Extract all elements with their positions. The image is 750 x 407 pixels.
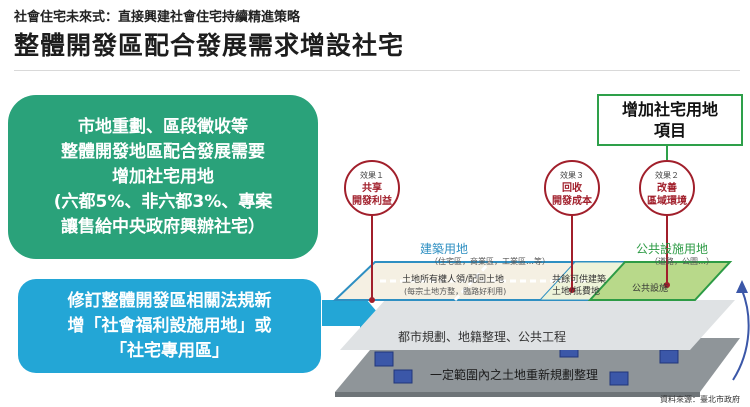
- urban-planning-label: 都市規劃、地籍整理、公共工程: [398, 330, 567, 344]
- offset-land-label-2: 土地/抵費地: [552, 287, 601, 297]
- regulation-line: 「社宅專用區」: [110, 340, 229, 361]
- effect-circle: 效果２ 改善 區域環境: [639, 160, 695, 216]
- policy-line: (六都5%、非六都3%、專案: [53, 191, 273, 212]
- policy-line: 市地重劃、區段徵收等: [78, 116, 248, 137]
- regulation-box: 修訂整體開發區相關法規新 增「社會福利設施用地」或 「社宅專用區」: [18, 279, 321, 373]
- readjustment-label: 一定範圍內之土地重新規劃整理: [430, 368, 599, 382]
- readjustment-plate: [335, 338, 740, 392]
- public-land-label: 公共設施用地: [636, 242, 709, 256]
- policy-line: 讓售給中央政府興辦社宅）: [61, 216, 265, 237]
- owner-land-label: 土地所有權人領/配回土地: [402, 275, 505, 285]
- public-land-plate: [587, 261, 733, 301]
- effect-circle: 效果３ 回收 開發成本: [544, 160, 600, 216]
- title-divider: [14, 70, 740, 71]
- building-land-label: 建築用地: [420, 242, 469, 256]
- policy-line: 增加社宅用地: [112, 166, 214, 187]
- regulation-line: 修訂整體開發區相關法規新: [67, 290, 272, 311]
- building-block: [393, 369, 413, 384]
- page-subtitle: 社會住宅未來式：直接興建社會住宅持續精進策略: [14, 10, 301, 25]
- policy-summary-box: 市地重劃、區段徵收等 整體開發地區配合發展需要 增加社宅用地 (六都5%、非六都…: [8, 95, 318, 259]
- callout-add-land: 增加社宅用地 項目: [597, 94, 743, 146]
- arrow-up-icon: [736, 280, 748, 293]
- page-title: 整體開發區配合發展需求增設社宅: [14, 31, 405, 60]
- offset-land-label-1: 共餘可供建築: [552, 275, 607, 285]
- building-block: [609, 371, 629, 386]
- owner-land-sub: (每宗土地方整，臨路好利用): [404, 287, 507, 296]
- source-note: 資料來源：臺北市政府: [660, 395, 740, 404]
- building-land-sub: （住宅區，商業區，工業區…等）: [430, 257, 550, 266]
- planning-plate: [340, 300, 735, 350]
- effect-circle: 效果１ 共享 開發利益: [344, 160, 400, 216]
- public-land-sub: （道路，公園…）: [650, 257, 714, 266]
- building-block: [374, 351, 394, 367]
- policy-line: 整體開發地區配合發展需要: [61, 141, 265, 162]
- public-facility-label: 公共設施: [632, 284, 669, 294]
- regulation-line: 增「社會福利設施用地」或: [67, 315, 272, 336]
- building-block: [659, 349, 679, 364]
